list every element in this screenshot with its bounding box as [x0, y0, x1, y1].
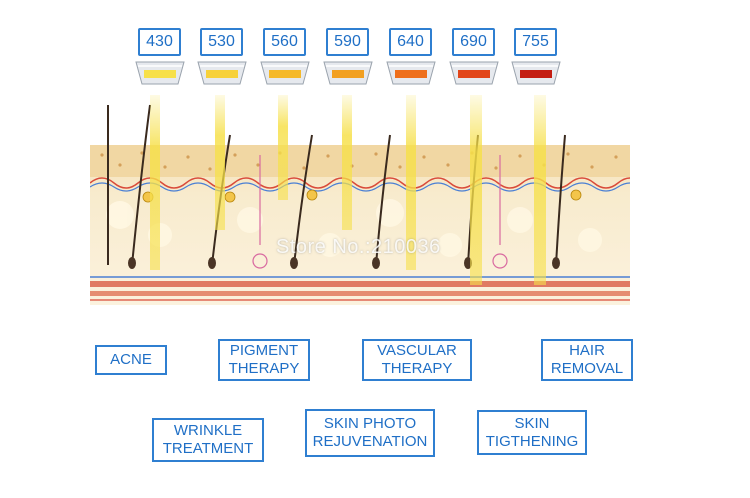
wavelength-690-label: 690 — [452, 28, 495, 56]
wrinkle-treatment-label: WRINKLE TREATMENT — [152, 418, 264, 462]
crystal-color-430 — [144, 70, 176, 78]
light-beam-430 — [150, 95, 160, 270]
filter-strip: 430 530 560 590 640 690 755 — [0, 0, 750, 100]
epidermis-dots — [100, 151, 618, 171]
capillary-blue — [90, 182, 630, 192]
acne-label: ACNE — [95, 345, 167, 375]
fat-cells — [106, 199, 602, 257]
filter-crystal-590 — [323, 61, 373, 85]
wavelength-560-label: 560 — [263, 28, 306, 56]
filter-crystal-640 — [386, 61, 436, 85]
skin-tightening-label: SKIN TIGTHENING — [477, 410, 587, 455]
filter-crystal-530 — [197, 61, 247, 85]
light-beam-640 — [406, 95, 416, 270]
crystal-color-530 — [206, 70, 238, 78]
filter-crystal-755 — [511, 61, 561, 85]
store-watermark: Store No.:210036 — [276, 236, 441, 258]
deep-vessel-red-2 — [90, 291, 630, 296]
wavelength-430-label: 430 — [138, 28, 181, 56]
crystal-color-690 — [458, 70, 490, 78]
light-beam-530 — [215, 95, 225, 230]
crystal-color-560 — [269, 70, 301, 78]
crystal-color-755 — [520, 70, 552, 78]
hair-removal-label: HAIR REMOVAL — [541, 339, 633, 381]
epidermis-layer — [90, 145, 630, 177]
skin-cross-section-diagram — [90, 95, 630, 305]
vascular-therapy-label: VASCULAR THERAPY — [362, 339, 472, 381]
hair-bulbs — [128, 257, 560, 269]
light-beam-560 — [278, 95, 288, 200]
wavelength-755-label: 755 — [514, 28, 557, 56]
light-beam-690 — [470, 95, 482, 285]
light-beam-590 — [342, 95, 352, 230]
crystal-color-640 — [395, 70, 427, 78]
sweat-glands — [252, 155, 508, 269]
capillary-red — [90, 177, 630, 189]
crystal-color-590 — [332, 70, 364, 78]
wavelength-590-label: 590 — [326, 28, 369, 56]
light-beam-755 — [534, 95, 546, 285]
wavelength-530-label: 530 — [200, 28, 243, 56]
pigment-therapy-label: PIGMENT THERAPY — [218, 339, 310, 381]
deep-vessel-red — [90, 281, 630, 287]
filter-crystal-560 — [260, 61, 310, 85]
filter-crystal-430 — [135, 61, 185, 85]
skin-photo-rejuvenation-label: SKIN PHOTO REJUVENATION — [305, 409, 435, 457]
wavelength-640-label: 640 — [389, 28, 432, 56]
filter-crystal-690 — [449, 61, 499, 85]
